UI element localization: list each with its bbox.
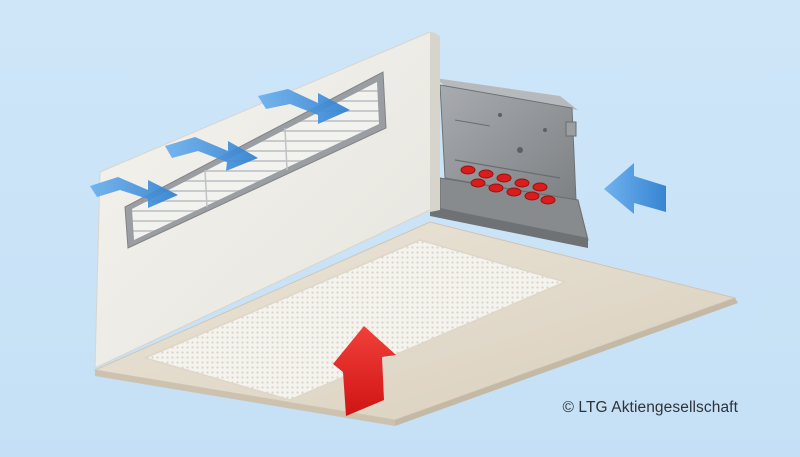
return-air-panel <box>142 239 568 401</box>
return-air-arrow <box>333 326 396 416</box>
unit-housing-metal <box>430 78 589 248</box>
valve-cluster <box>460 165 556 205</box>
supply-air-arrow-left <box>90 177 178 208</box>
supply-air-arrow-middle <box>165 137 258 171</box>
inlet-air-arrow <box>604 163 666 214</box>
supply-air-arrow-right <box>258 89 350 124</box>
copyright-notice: © LTG Aktiengesellschaft <box>562 399 738 416</box>
